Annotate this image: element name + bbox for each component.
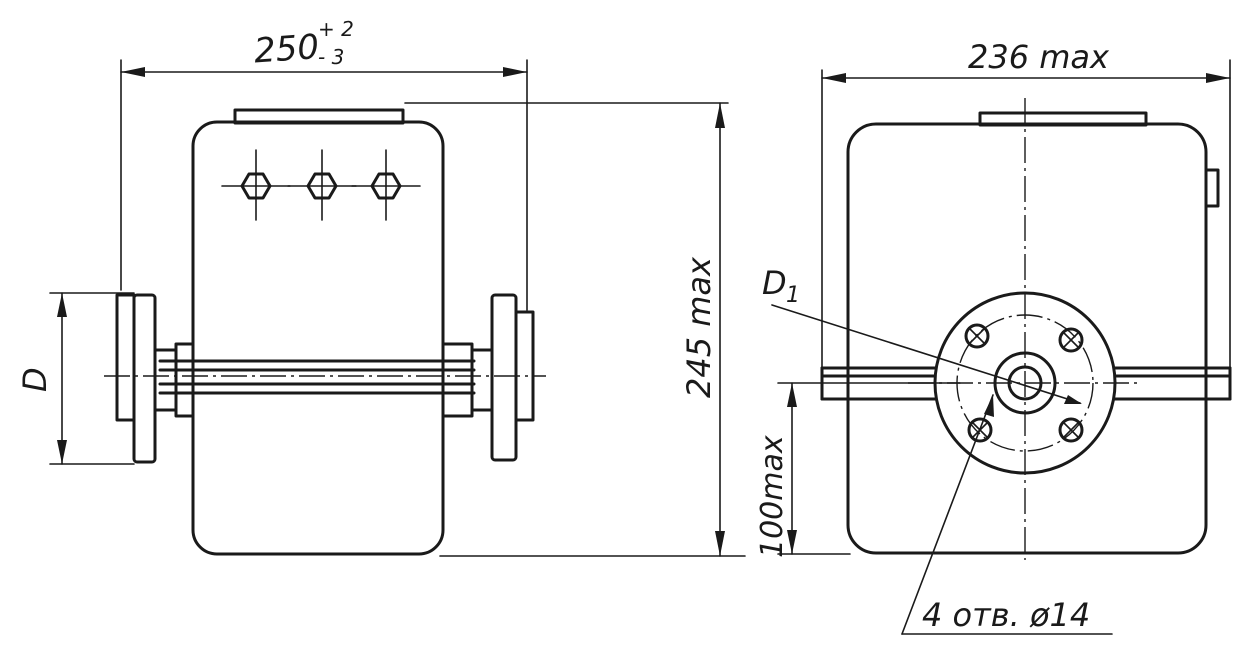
front-shaft-band [158,359,476,395]
pitch-diameter-subscript: 1 [786,283,800,308]
front-dimensions [49,59,746,557]
left-flange [132,293,157,464]
pitch-diameter-symbol: D [762,264,787,302]
holes-leader [901,394,994,635]
front-width-tol-lower: - 3 [318,45,344,69]
front-height-label: 245 max [680,256,718,398]
right-flange [490,293,518,462]
pitch-diameter-leader [771,304,1081,404]
left-stub [153,348,178,412]
hex-nut-2 [287,149,357,221]
hex-nut-1 [221,149,291,221]
right-boss [441,342,474,418]
side-axis-height-label: 100max [755,435,790,558]
front-top-plate [233,108,405,125]
left-boss [174,342,195,418]
bolt-hole-top-left [964,323,990,349]
side-view [820,98,1232,560]
side-width-label: 236 max [968,38,1110,76]
front-width-value: 250 [253,27,321,71]
side-top-plate [978,111,1148,127]
left-flange-inner [115,293,136,422]
bolt-hole-bottom-right [1058,417,1084,443]
front-flange-label: D [16,367,54,392]
bolt-hole-top-right [1058,327,1084,353]
holes-note: 4 отв. ø14 [922,596,1090,634]
hex-nut-3 [351,149,421,221]
side-cable-gland [1204,168,1220,208]
right-stub [470,348,494,412]
side-dimensions [771,59,1231,635]
right-flange-inner [514,310,535,422]
front-width-tol-upper: + 2 [318,17,354,41]
front-view [104,108,546,556]
